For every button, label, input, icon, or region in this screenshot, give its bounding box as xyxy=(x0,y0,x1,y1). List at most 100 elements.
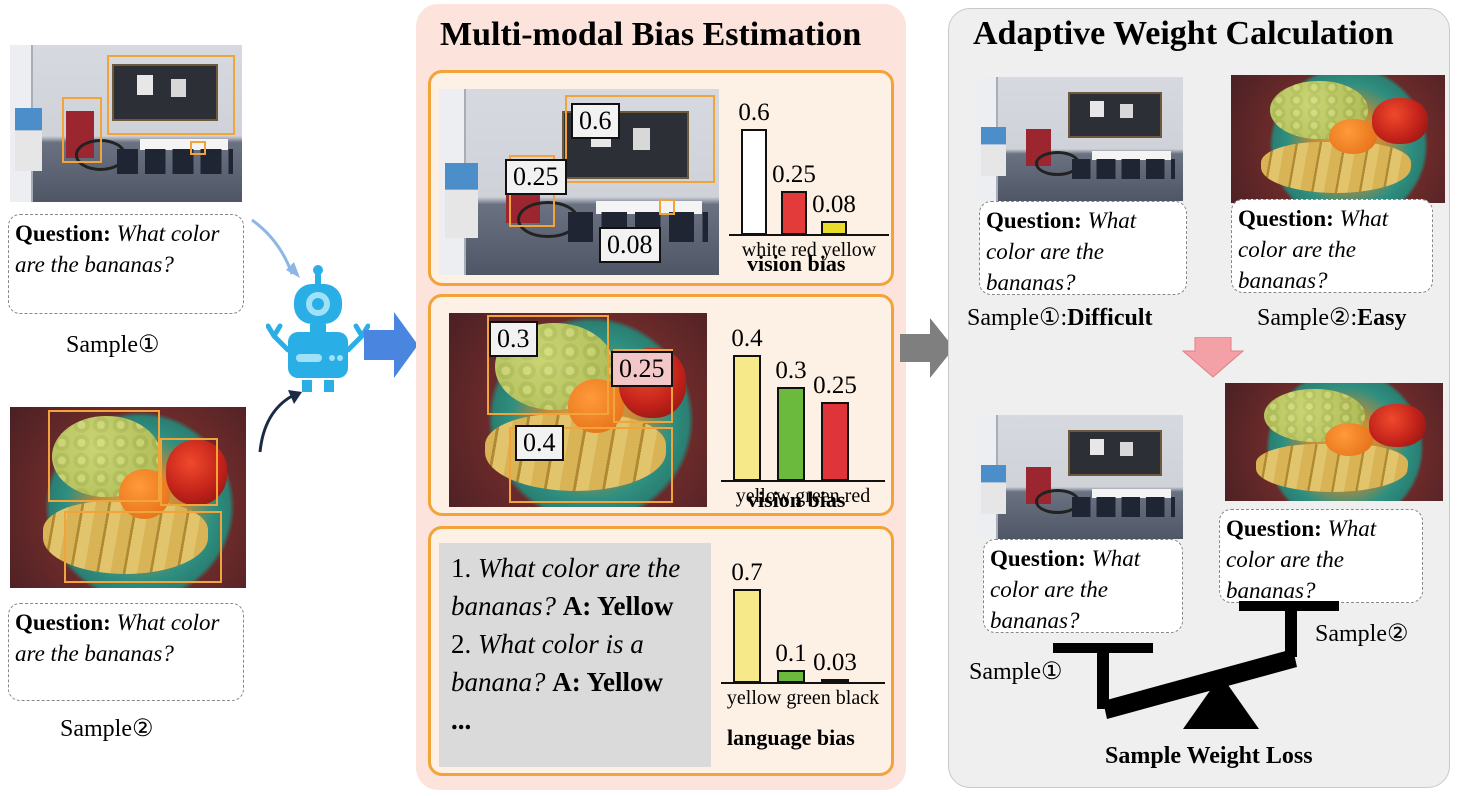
sample1-office-image xyxy=(10,45,242,202)
sample2-fruit-image xyxy=(10,407,246,588)
adaptive-weight-panel: Adaptive Weight Calculation Question: Wh… xyxy=(948,8,1450,788)
bar-yellow xyxy=(821,221,847,235)
value-label: 0.7 xyxy=(731,559,763,586)
panel-title: Adaptive Weight Calculation xyxy=(973,15,1394,52)
value-label: 0.6 xyxy=(738,99,770,126)
blue-arrow-icon xyxy=(364,312,418,378)
value-label: 0.4 xyxy=(731,325,763,352)
value-label: 0.1 xyxy=(775,640,807,667)
value-label: 0.3 xyxy=(775,357,807,384)
category-labels: white red yellow xyxy=(715,239,903,262)
q2-prefix: 2. xyxy=(451,629,472,659)
value-label: 0.03 xyxy=(813,649,857,676)
vision-bias-caption: vision bias xyxy=(747,251,846,276)
bar-red xyxy=(821,402,849,481)
tag-apple: 0.25 xyxy=(611,351,673,387)
value-label: 0.25 xyxy=(813,372,857,399)
bar-white xyxy=(741,129,767,235)
tag-rack: 0.25 xyxy=(505,159,567,195)
category-label: black xyxy=(835,687,880,709)
sample2-fruit-image xyxy=(1231,75,1445,203)
question-label: Question: xyxy=(1238,206,1334,231)
vision-bias-caption: vision bias xyxy=(747,487,846,512)
bbox-bananas xyxy=(509,427,673,503)
easy-label: Sample②:Easy xyxy=(1257,303,1407,332)
sample2-caption: Sample② xyxy=(60,716,154,742)
value-label: 0.08 xyxy=(812,191,856,218)
language-bias-caption: language bias xyxy=(727,725,855,750)
category-labels: yellow green red xyxy=(707,485,899,508)
bar-yellow xyxy=(733,355,761,481)
bbox-apple xyxy=(160,438,218,506)
bar-yellow xyxy=(733,589,761,683)
language-bias-panel: 1. What color are the bananas? A: Yellow… xyxy=(428,526,894,776)
bar-green xyxy=(777,387,805,481)
difficult-word: Difficult xyxy=(1067,305,1153,331)
curved-arrows xyxy=(251,218,302,453)
top-left-question-box: Question: What color are the bananas? xyxy=(979,201,1187,295)
bbox-board xyxy=(107,55,235,135)
sample2-question-box: Question: What color are the bananas? xyxy=(8,603,244,701)
sample1-office-image-bottom xyxy=(977,415,1183,539)
category-label: yellow xyxy=(726,687,782,709)
tag-bananas: 0.08 xyxy=(599,227,661,263)
bbox-bananas xyxy=(659,199,675,215)
language-bias-questions: 1. What color are the bananas? A: Yellow… xyxy=(439,543,711,767)
chart-baseline xyxy=(721,480,885,482)
bbox-board xyxy=(565,95,715,183)
q2-text: What color is a banana? xyxy=(451,629,644,697)
category-label: red xyxy=(791,239,817,261)
difficult-prefix: Sample①: xyxy=(967,305,1068,331)
chart-baseline xyxy=(729,234,889,236)
question-text: What color are the bananas? xyxy=(986,208,1137,295)
question-label: Question: xyxy=(15,610,111,635)
bar-green xyxy=(777,670,805,683)
bar-black xyxy=(821,679,849,683)
question-text: What color are the bananas? xyxy=(1226,516,1377,603)
category-label: yellow xyxy=(821,239,877,261)
question-label: Question: xyxy=(1226,516,1322,541)
easy-word: Easy xyxy=(1357,305,1407,331)
dark-curve-arrow xyxy=(258,394,293,453)
pink-down-arrow-icon xyxy=(1181,337,1245,378)
tag-board: 0.6 xyxy=(571,103,620,139)
q1-prefix: 1. xyxy=(451,553,472,583)
sample2-fruit-image-bottom xyxy=(1225,383,1443,501)
question-text: What color are the bananas? xyxy=(15,221,220,277)
category-label: yellow xyxy=(735,485,791,507)
category-label: green xyxy=(795,485,840,507)
tag-grapes: 0.3 xyxy=(489,321,538,357)
multi-modal-bias-panel: Multi-modal Bias Estimation 0.6 0.25 0.0… xyxy=(416,4,906,790)
fruit-image xyxy=(449,313,707,507)
dark-arrowhead xyxy=(288,390,302,404)
chart-baseline xyxy=(721,682,885,684)
sample-weight-loss-footer: Sample Weight Loss xyxy=(1105,743,1313,769)
scale-left-label: Sample① xyxy=(969,659,1063,685)
question-label: Question: xyxy=(990,546,1086,571)
bar-red xyxy=(781,191,807,235)
question-text: What color are the bananas? xyxy=(990,546,1141,633)
q1-text: What color are the bananas? xyxy=(451,553,681,621)
question-label: Question: xyxy=(986,208,1082,233)
bbox-grapes xyxy=(48,410,160,502)
bbox-grapes xyxy=(487,315,609,415)
bbox-bananas xyxy=(190,141,206,155)
bbox-rack xyxy=(62,97,102,163)
value-label: 0.25 xyxy=(772,161,816,188)
easy-prefix: Sample②: xyxy=(1257,305,1358,331)
sample1-office-image xyxy=(977,77,1183,201)
difficult-label: Sample①:Difficult xyxy=(967,303,1152,332)
panel-title: Multi-modal Bias Estimation xyxy=(440,16,862,53)
light-blue-arrowhead xyxy=(286,262,300,278)
question-label: Question: xyxy=(15,221,111,246)
category-label: white xyxy=(741,239,787,261)
scale-right-label: Sample② xyxy=(1315,621,1409,647)
robot-icon xyxy=(266,265,370,392)
vision-bias-chart-1: 0.6 0.25 0.08 white red yellow xyxy=(729,95,889,261)
bottom-left-question-box: Question: What color are the bananas? xyxy=(983,539,1183,633)
q2-answer: A: Yellow xyxy=(552,667,663,697)
